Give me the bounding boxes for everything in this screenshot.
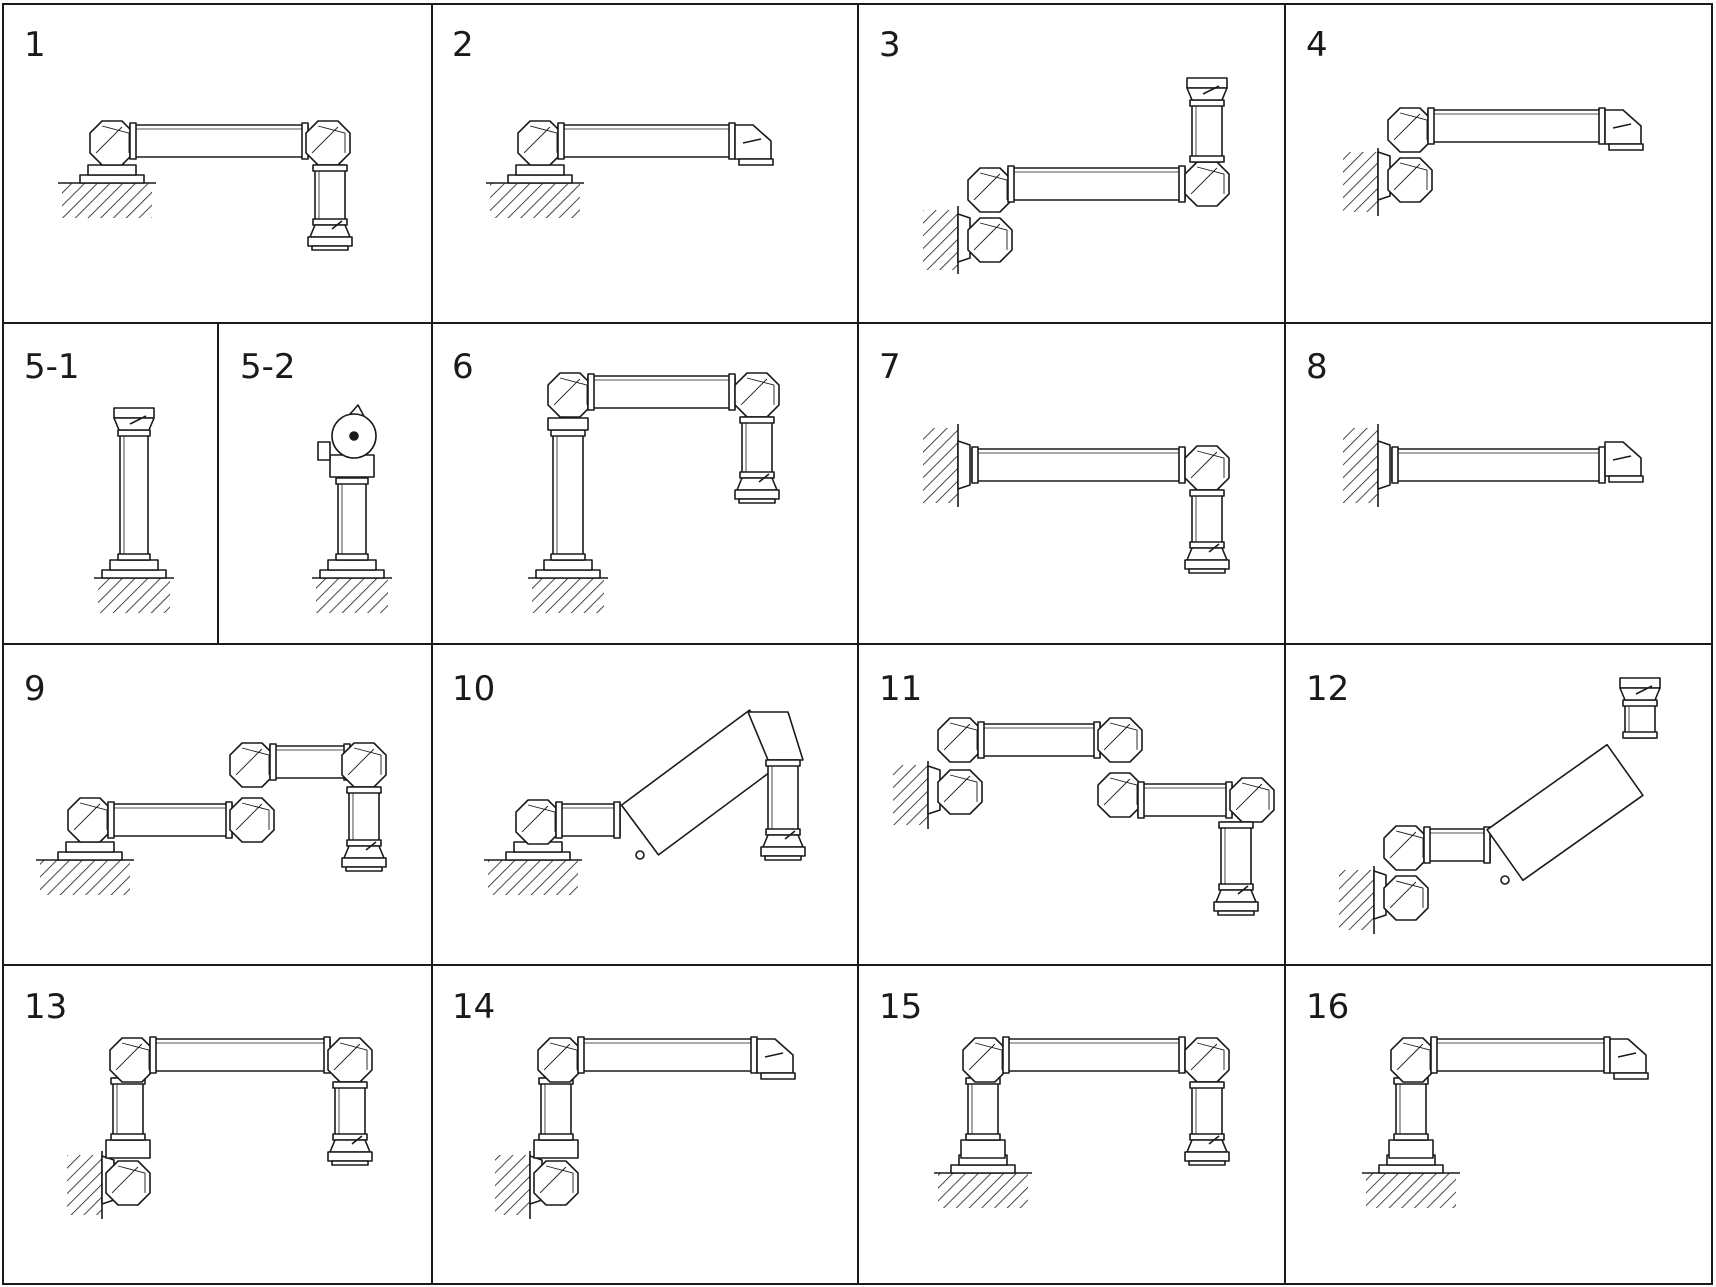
- panel-label-14: 14: [452, 987, 496, 1027]
- panel-label-1: 1: [24, 25, 46, 65]
- arm-config-13: [67, 1036, 373, 1219]
- panel-label-16: 16: [1306, 987, 1350, 1027]
- arm-config-5-1: [94, 407, 174, 613]
- panel-label-15: 15: [879, 987, 923, 1027]
- arm-drawings: [36, 77, 1661, 1219]
- panel-label-5-2: 5-2: [240, 347, 296, 387]
- arm-config-7: [923, 424, 1230, 574]
- arm-config-6: [528, 372, 780, 613]
- arm-config-1: [58, 120, 353, 251]
- panel-label-3: 3: [879, 25, 901, 65]
- arm-config-10: [484, 709, 806, 895]
- arm-config-9: [36, 742, 387, 895]
- panel-label-11: 11: [879, 669, 923, 709]
- arm-config-5-2: [312, 404, 392, 613]
- arm-config-8: [1343, 424, 1644, 507]
- panel-label-8: 8: [1306, 347, 1328, 387]
- panel-label-2: 2: [452, 25, 474, 65]
- panel-label-12: 12: [1306, 669, 1350, 709]
- arm-config-14: [495, 1036, 796, 1219]
- arm-config-3: [923, 77, 1230, 274]
- grid-lines: [2, 3, 1713, 1285]
- arm-config-16: [1362, 1036, 1649, 1208]
- panel-label-7: 7: [879, 347, 901, 387]
- arm-config-2: [486, 120, 774, 218]
- arm-config-15: [934, 1036, 1230, 1208]
- arm-config-11: [893, 717, 1275, 916]
- arm-config-4: [1343, 107, 1644, 216]
- panel-label-9: 9: [24, 669, 46, 709]
- panel-label-13: 13: [24, 987, 68, 1027]
- panel-label-4: 4: [1306, 25, 1328, 65]
- panel-label-6: 6: [452, 347, 474, 387]
- panel-label-10: 10: [452, 669, 496, 709]
- panel-label-5-1: 5-1: [24, 347, 80, 387]
- arm-config-12: [1339, 677, 1661, 934]
